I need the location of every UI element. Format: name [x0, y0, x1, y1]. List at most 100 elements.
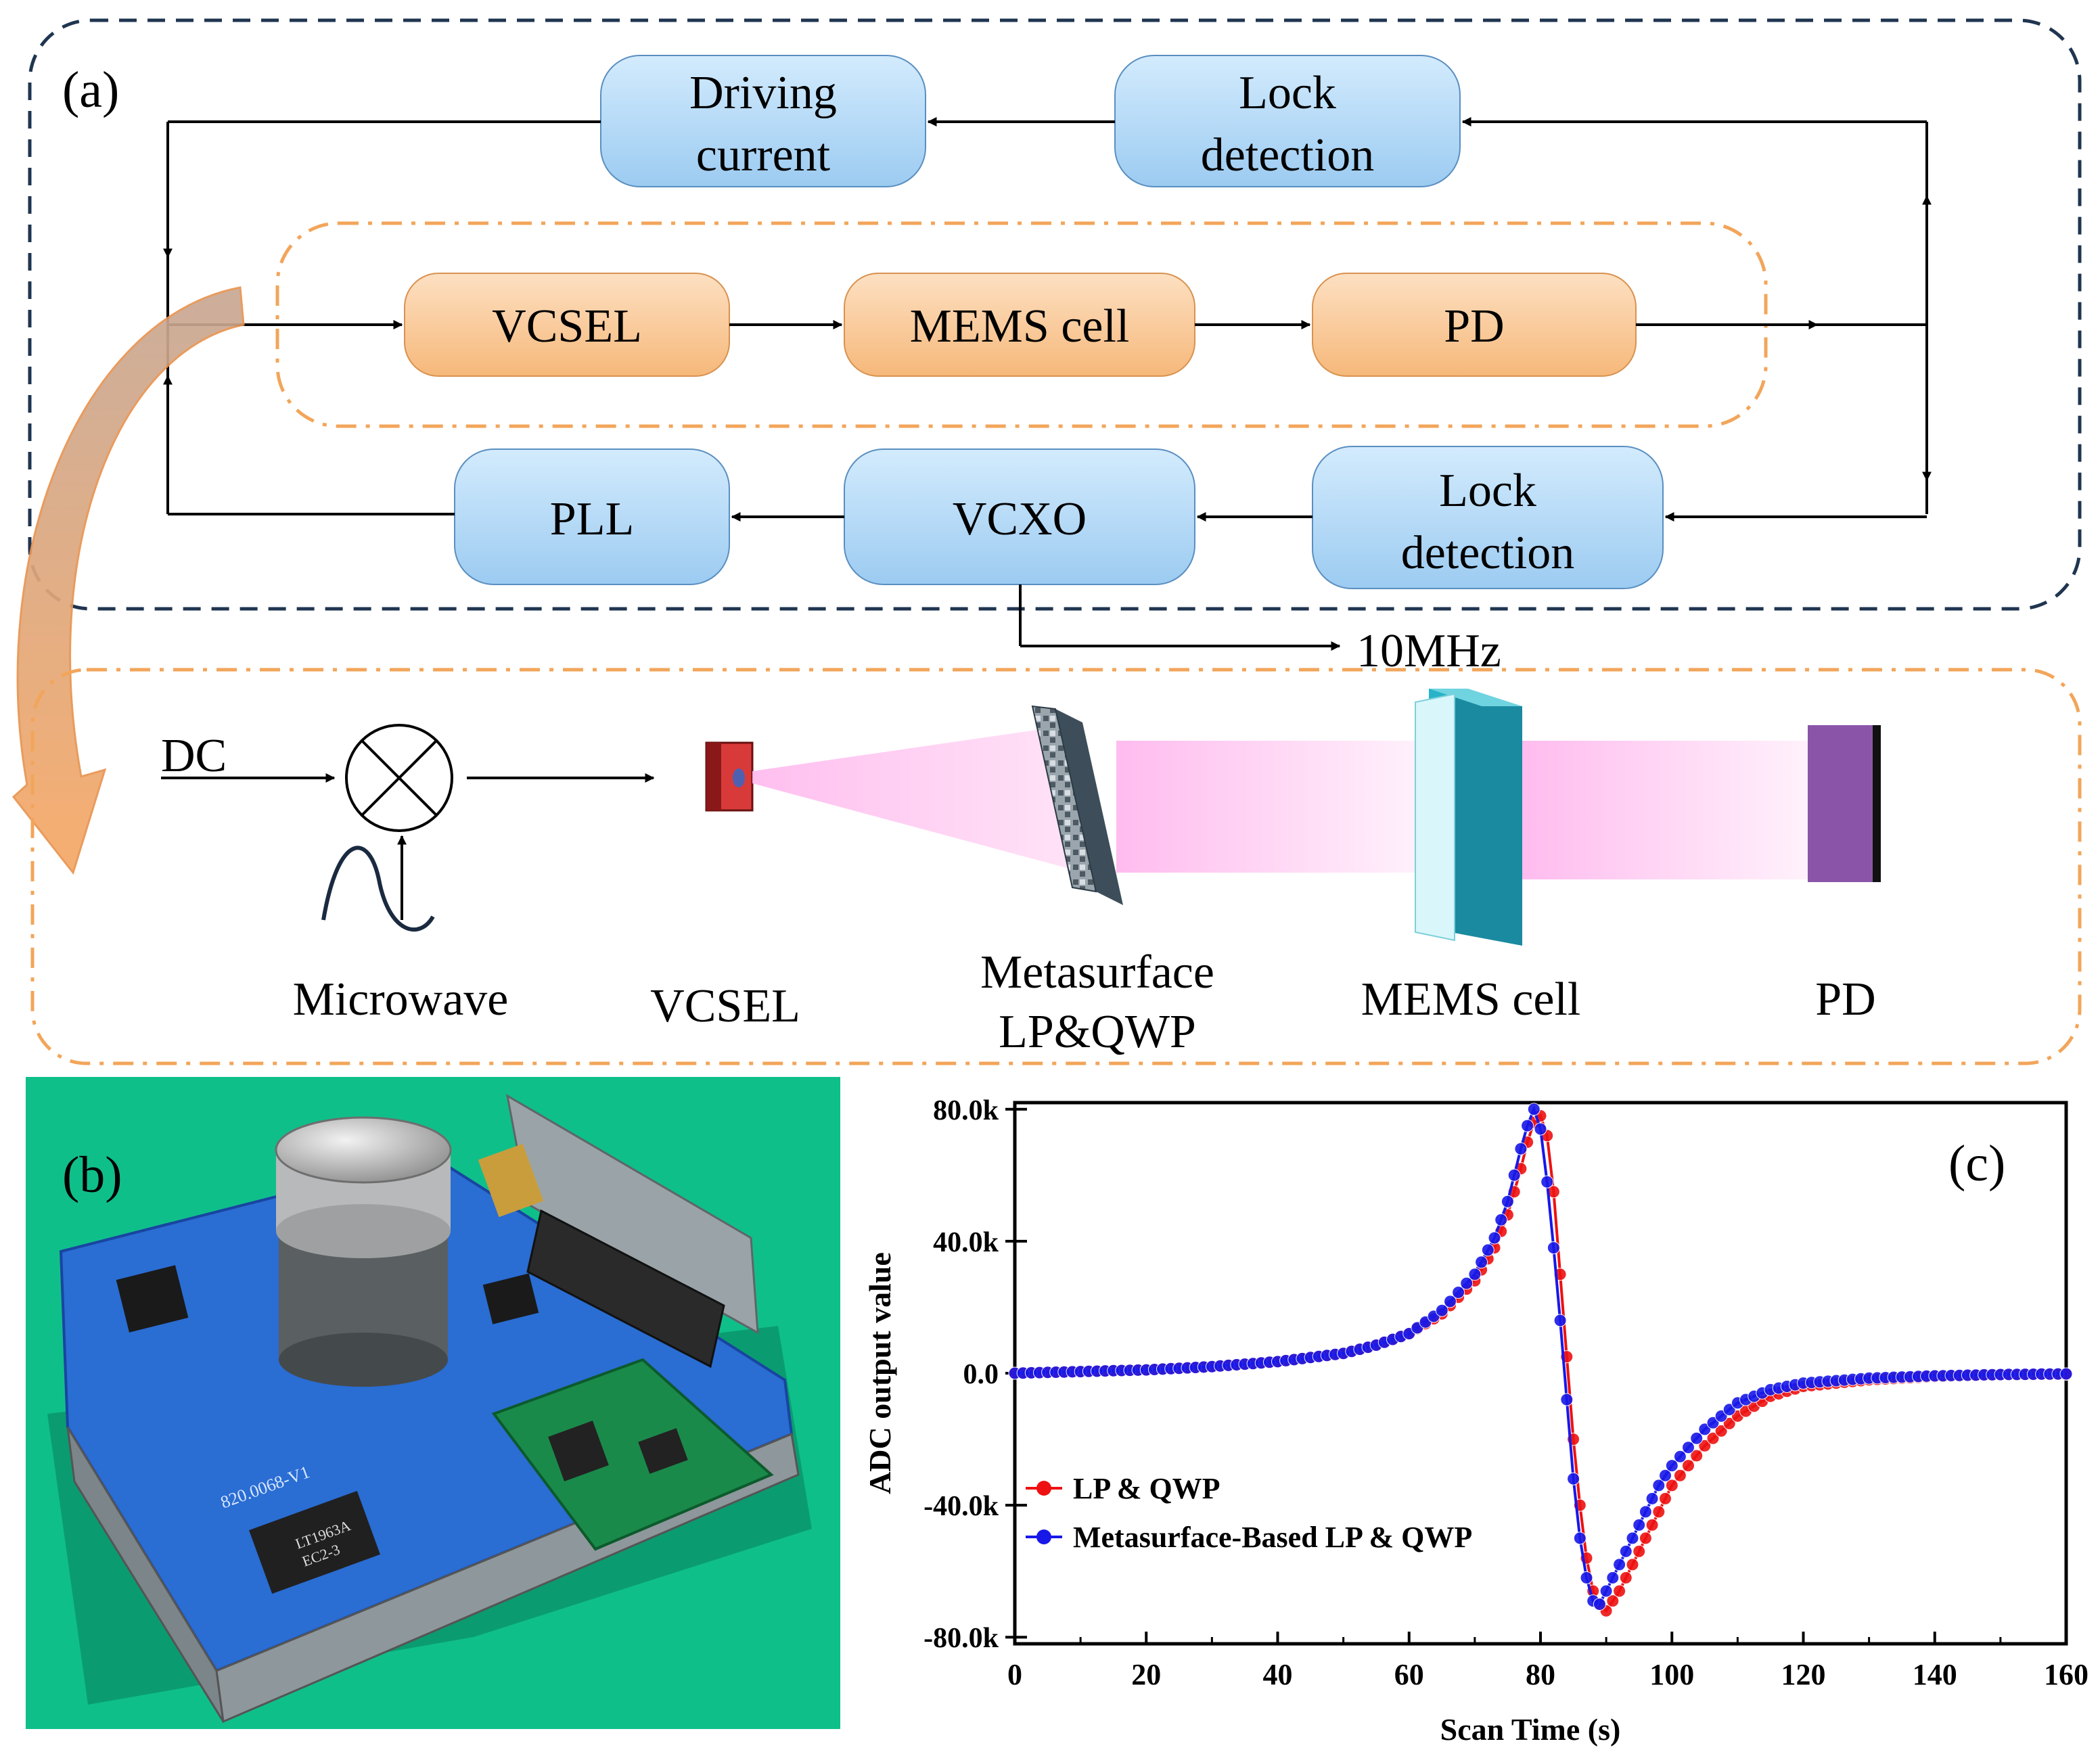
- data-point: [1540, 1175, 1554, 1189]
- data-point: [1706, 1431, 1720, 1445]
- data-point: [1606, 1594, 1620, 1608]
- data-point: [1606, 1571, 1620, 1584]
- zoom-arrow: [12, 286, 245, 875]
- data-point: [1652, 1479, 1666, 1492]
- lock-detection-top-line2: detection: [1201, 129, 1375, 181]
- data-point: [1613, 1558, 1626, 1571]
- legend: LP & QWP Metasurface-Based LP & QWP: [1026, 1472, 1472, 1554]
- sine-wave-icon: [321, 846, 435, 931]
- data-point: [1682, 1459, 1695, 1473]
- panel-b-photo: 820.0068-V1 LT1963A EC2-3 (b): [26, 1077, 840, 1729]
- metasurface-icon: [1031, 705, 1123, 905]
- data-point: [2059, 1367, 2073, 1381]
- panel-a: (a) Driving current Lock detection VCSEL…: [28, 18, 2082, 677]
- data-point: [1633, 1518, 1646, 1532]
- x-tick-label: 160: [2044, 1658, 2088, 1691]
- power-module-board: [491, 1358, 774, 1551]
- data-point: [1673, 1450, 1687, 1463]
- x-tick-label: 20: [1131, 1658, 1161, 1691]
- panel-b-label: (b): [62, 1147, 122, 1203]
- lock-detection-bottom-box: Lock detection: [1312, 446, 1664, 589]
- board-chip-1: [116, 1265, 189, 1333]
- regulator-chip: [249, 1490, 380, 1594]
- vcsel-label: VCSEL: [650, 980, 800, 1032]
- x-axis-title: Scan Time (s): [1440, 1712, 1621, 1747]
- data-point: [1593, 1598, 1606, 1611]
- panel-c-label: (c): [1948, 1135, 2005, 1192]
- laser-beam-collimated-1: [1116, 741, 1428, 873]
- data-point: [1599, 1584, 1613, 1598]
- data-point: [1460, 1276, 1474, 1290]
- lock-detection-bottom-line2: detection: [1401, 527, 1575, 579]
- data-point: [1645, 1492, 1659, 1505]
- y-tick-label: 40.0k: [933, 1227, 999, 1258]
- data-point: [1452, 1286, 1465, 1299]
- x-tick-label: 60: [1394, 1658, 1424, 1691]
- data-point: [1488, 1231, 1501, 1245]
- pll-box: PLL: [454, 448, 730, 585]
- data-point: [1560, 1393, 1574, 1406]
- laser-beam-diverging: [752, 727, 1110, 879]
- data-point: [1633, 1544, 1646, 1558]
- data-series: [1008, 1103, 2073, 1617]
- data-point: [1547, 1241, 1560, 1255]
- data-point: [1435, 1304, 1448, 1317]
- vcxo-box-label: VCXO: [953, 493, 1087, 545]
- board-connector: [526, 1209, 725, 1368]
- metasurface-label-line1: Metasurface: [980, 946, 1214, 998]
- x-tick-label: 0: [1007, 1658, 1022, 1691]
- legend-label-blue: Metasurface-Based LP & QWP: [1073, 1521, 1472, 1554]
- microwave-label: Microwave: [293, 973, 509, 1026]
- data-point: [1659, 1492, 1672, 1505]
- x-tick-label: 140: [1913, 1658, 1957, 1691]
- data-point: [1665, 1459, 1679, 1473]
- data-point: [1645, 1518, 1659, 1532]
- data-point: [1567, 1472, 1580, 1486]
- legend-label-red: LP & QWP: [1073, 1472, 1220, 1505]
- lock-detection-top-box: Lock detection: [1114, 55, 1461, 187]
- data-point: [1665, 1479, 1679, 1492]
- vcxo-box: VCXO: [844, 448, 1195, 585]
- mems-cell-label: MEMS cell: [1361, 973, 1581, 1026]
- mixer-icon: [345, 724, 453, 832]
- pd-box: PD: [1312, 273, 1637, 377]
- data-point: [1527, 1103, 1540, 1116]
- vcsel-box-label: VCSEL: [492, 300, 642, 352]
- data-point: [1639, 1532, 1652, 1545]
- data-point: [1553, 1314, 1567, 1327]
- data-point: [1475, 1256, 1488, 1269]
- driving-current-box: Driving current: [600, 55, 926, 187]
- data-point: [1514, 1142, 1528, 1155]
- x-tick-label: 80: [1526, 1658, 1555, 1691]
- data-point: [1690, 1431, 1704, 1445]
- data-point: [1521, 1119, 1534, 1132]
- laser-beam-collimated-2: [1522, 741, 1813, 879]
- vcsel-chip-icon: [705, 741, 754, 812]
- data-point: [1673, 1469, 1687, 1482]
- data-point: [1481, 1243, 1494, 1257]
- data-point: [1682, 1441, 1695, 1454]
- x-tick-label: 120: [1781, 1658, 1826, 1691]
- driving-current-line1: Driving: [689, 67, 837, 119]
- legend-marker-red: [1036, 1481, 1051, 1496]
- mems-cell-box-label: MEMS cell: [910, 300, 1130, 352]
- mems-cell-box: MEMS cell: [844, 273, 1195, 377]
- pd-label: PD: [1815, 973, 1875, 1026]
- photodetector-icon: [1808, 725, 1881, 882]
- data-point: [1619, 1544, 1633, 1558]
- lock-detection-top-line1: Lock: [1239, 67, 1336, 119]
- y-tick-label: 80.0k: [933, 1095, 999, 1126]
- data-point: [1573, 1532, 1587, 1545]
- mems-cell-icon: [1415, 689, 1522, 946]
- data-point: [1690, 1449, 1704, 1463]
- board-chip-2: [482, 1273, 539, 1325]
- board-sma-connector: [478, 1143, 544, 1218]
- panel-a-label: (a): [62, 62, 119, 118]
- data-point: [1444, 1295, 1457, 1308]
- data-point: [1534, 1122, 1547, 1136]
- data-point: [1619, 1571, 1633, 1584]
- x-tick-label: 100: [1649, 1658, 1694, 1691]
